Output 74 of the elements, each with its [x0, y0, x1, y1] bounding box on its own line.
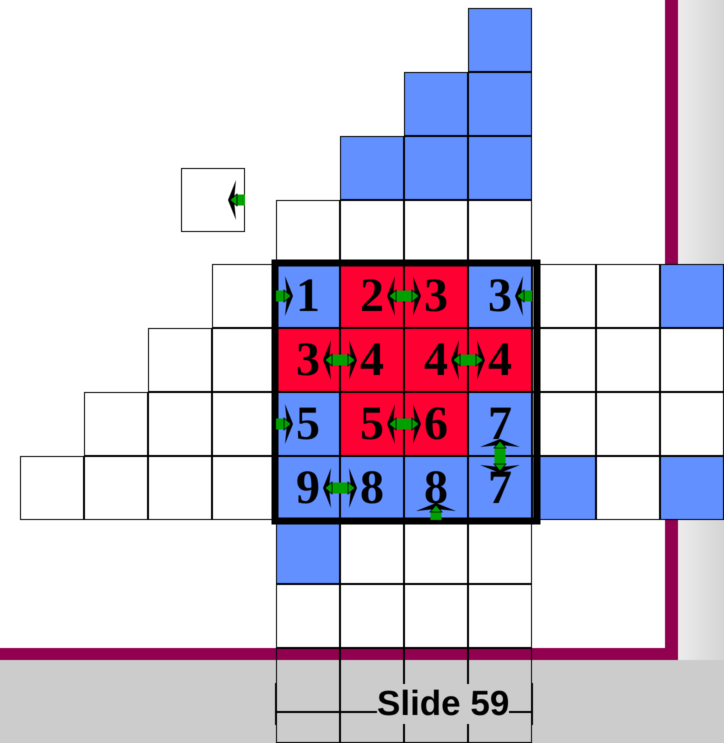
cell-number: 3: [487, 268, 513, 324]
cell-number: 5: [295, 396, 321, 452]
cell-number: 9: [295, 460, 321, 516]
grid-cell: [340, 328, 404, 392]
direction-arrow: [276, 276, 294, 316]
grid-cell: [468, 136, 532, 200]
cell-number: 7: [487, 460, 513, 516]
cell-number: 8: [359, 460, 385, 516]
slide-number: Slide 59: [377, 684, 510, 724]
cell-number: 3: [423, 268, 449, 324]
grid-cell: [84, 456, 148, 520]
direction-arrow: [514, 276, 532, 316]
grid-cell: [340, 584, 404, 648]
cell-number: 4: [423, 332, 449, 388]
cell-number: 5: [359, 396, 385, 452]
grid-cell: [404, 392, 468, 456]
grid-cell: [596, 456, 660, 520]
grid-cell: [468, 456, 532, 520]
direction-arrow: [386, 404, 404, 444]
direction-arrow: [468, 340, 486, 380]
cell-number: 1: [295, 268, 321, 324]
cell-number: 2: [359, 268, 385, 324]
grid-cell: [468, 584, 532, 648]
grid-cell: [468, 392, 532, 456]
grid-cell: [276, 724, 340, 743]
grid-cell: [84, 392, 148, 456]
grid-cell: [404, 584, 468, 648]
direction-arrow: [480, 438, 520, 456]
cell-number: 3: [295, 332, 321, 388]
cell-number: 6: [423, 396, 449, 452]
grid-cell: [404, 328, 468, 392]
direction-arrow: [386, 276, 404, 316]
grid-cell: [596, 328, 660, 392]
grid-cell: [596, 264, 660, 328]
grid-cell: [404, 72, 468, 136]
cell-number: 8: [423, 460, 449, 516]
grid-cell: [468, 264, 532, 328]
direction-arrow: [340, 340, 358, 380]
grid-cell: [340, 392, 404, 456]
direction-arrow: [404, 404, 422, 444]
cell-number: 4: [487, 332, 513, 388]
direction-arrow: [340, 468, 358, 508]
grid-cell: [340, 456, 404, 520]
grid-cell: [148, 328, 212, 392]
cell-number: 7: [487, 396, 513, 452]
grid-cell: [468, 72, 532, 136]
direction-arrow: [450, 340, 468, 380]
grid-cell: [660, 456, 724, 520]
grid-cell: [660, 264, 724, 328]
grid-cell: [340, 136, 404, 200]
grid-cell: [20, 456, 84, 520]
direction-arrow: [228, 180, 245, 220]
grid-cell: [404, 136, 468, 200]
grid-cell: [596, 392, 660, 456]
grid-cell: [468, 328, 532, 392]
direction-arrow: [480, 456, 520, 474]
cell-number: 4: [359, 332, 385, 388]
grid-cell: [404, 456, 468, 520]
grid-cell: [660, 392, 724, 456]
direction-arrow: [404, 276, 422, 316]
grid-cell: [148, 392, 212, 456]
grid-cell: [148, 456, 212, 520]
grid-cell: [340, 264, 404, 328]
grid-cell: [660, 328, 724, 392]
direction-arrow: [322, 340, 340, 380]
direction-arrow: [322, 468, 340, 508]
grid-cell: [468, 8, 532, 72]
grid-cell: [276, 328, 340, 392]
grid-cell: [181, 168, 245, 232]
direction-arrow: [416, 502, 456, 520]
grid-cell: [276, 392, 340, 456]
grid-cell: [276, 648, 340, 684]
grid-cell: [276, 584, 340, 648]
direction-arrow: [276, 404, 294, 444]
